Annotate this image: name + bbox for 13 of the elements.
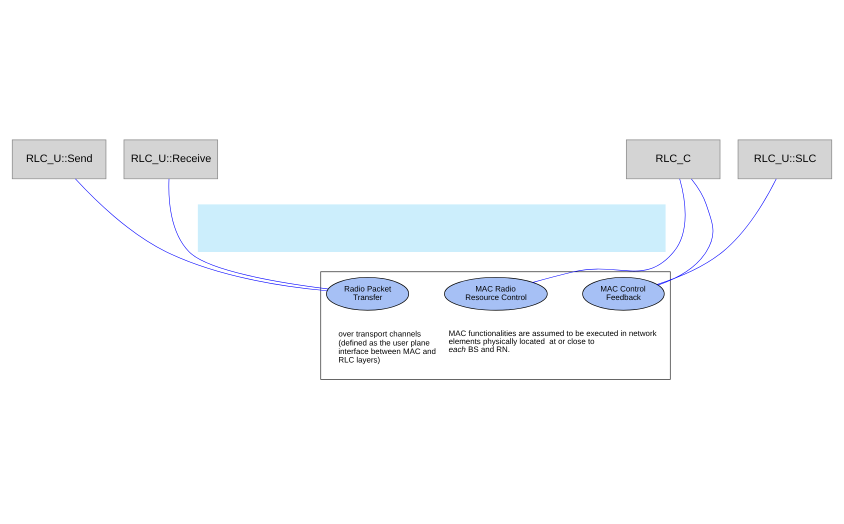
node-ellipse: MAC Control Feedback: [582, 276, 665, 310]
node-box: RLC_U::Receive: [124, 139, 218, 179]
node-ellipse: Radio Packet Transfer: [326, 276, 410, 310]
connector: [532, 178, 686, 282]
node-box: RLC_C: [626, 139, 720, 179]
node-box: [198, 204, 666, 252]
connector: [168, 178, 328, 289]
connector: [656, 178, 777, 284]
connector: [658, 178, 714, 285]
connector: [75, 178, 328, 291]
node-box: RLC_U::Send: [12, 139, 106, 179]
node-ellipse: MAC Radio Resource Control: [444, 276, 548, 310]
node-box: RLC_U::SLC: [738, 139, 832, 179]
